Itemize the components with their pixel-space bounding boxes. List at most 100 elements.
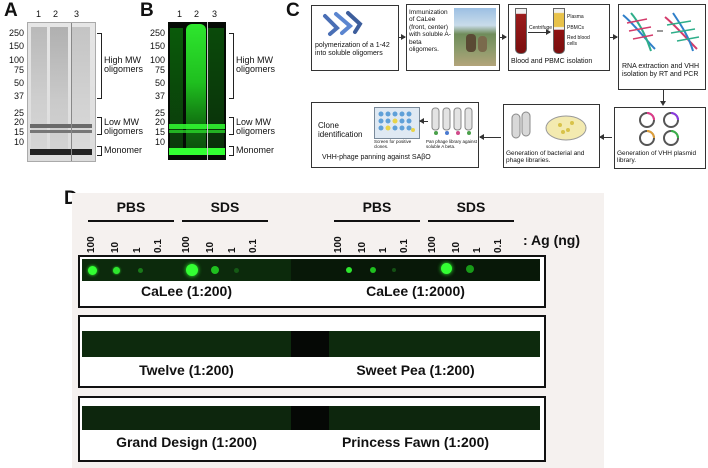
step-text-clone: Clone identification	[318, 121, 363, 140]
bracket-label-low-mw: Low MW oligomers	[104, 117, 144, 137]
flow-arrow	[419, 118, 428, 124]
blood-tube-icon	[515, 8, 527, 54]
mw-marker: 50	[13, 78, 24, 88]
step-text: RNA extraction and VHH isolation by RT a…	[622, 63, 700, 79]
dot-signal	[346, 267, 352, 273]
group-header-pbs: PBS	[116, 199, 146, 215]
bracket-monomer	[229, 146, 234, 156]
arrowhead-down	[660, 101, 666, 106]
plasmid-icon	[639, 112, 679, 146]
antibody-label: Princess Fawn (1:200)	[341, 434, 490, 450]
conc-label: 10	[205, 241, 216, 253]
conc-label: 0.1	[493, 239, 504, 253]
panel-b-label: B	[140, 0, 154, 21]
lane-divider	[71, 23, 72, 161]
step-text: Blood and PBMC isolation	[511, 58, 593, 65]
tube-label: PBMCs	[567, 25, 584, 31]
conc-label: 100	[427, 236, 438, 253]
oligomer-icon	[323, 11, 363, 36]
bracket-low-mw	[229, 117, 234, 135]
gel-band-low-mw	[30, 124, 92, 128]
dot-blot-strip-left	[82, 259, 291, 281]
lane-divider	[207, 22, 208, 160]
ag-unit-label: : Ag (ng)	[523, 232, 581, 248]
gel-band-monomer	[30, 149, 92, 155]
mw-marker: 100	[8, 55, 24, 65]
inset-label: Screen for positive clones.	[374, 139, 412, 150]
dot-blot-frame: Grand Design (1:200) Princess Fawn (1:20…	[78, 396, 546, 462]
centrifuge-arrow	[528, 29, 551, 35]
mw-marker: 20	[13, 117, 24, 127]
mw-marker: 100	[149, 55, 165, 65]
conc-label: 1	[227, 247, 238, 253]
dot-signal	[211, 266, 219, 274]
well-grid-icon	[378, 111, 415, 132]
western-blot-gel	[27, 22, 96, 162]
flow-arrow	[599, 134, 612, 140]
mw-marker: 250	[8, 28, 24, 38]
dot-signal	[186, 264, 198, 276]
gel-lane	[72, 27, 90, 151]
group-underline	[428, 220, 514, 222]
conc-label: 10	[451, 241, 462, 253]
antibody-label: Sweet Pea (1:200)	[356, 362, 475, 378]
conc-label: 1	[378, 247, 389, 253]
dot-blot-strip-right	[329, 331, 540, 357]
llama-figure	[478, 36, 487, 52]
group-underline	[182, 220, 268, 222]
mw-marker: 25	[154, 108, 165, 118]
step-text: polymerization of a 1-42 into soluble ol…	[315, 42, 390, 58]
step-phage-panning: Clone identification Screen for positive…	[311, 102, 479, 168]
conc-label: 0.1	[248, 239, 259, 253]
conc-label: 10	[357, 241, 368, 253]
bracket-label-high-mw: High MW oligomers	[236, 55, 276, 75]
group-header-sds: SDS	[456, 199, 486, 215]
step-plasmid-library: Generation of VHH plasmid library.	[614, 107, 706, 169]
dot-blot-strip-dark	[291, 331, 329, 357]
conc-label: 0.1	[153, 239, 164, 253]
bacteria-phage-icon	[511, 111, 587, 141]
flow-arrow	[499, 34, 507, 40]
dot-signal	[234, 268, 239, 273]
flow-arrow-down	[663, 89, 664, 103]
lane-label: 1	[177, 9, 183, 19]
dot-blot-frame: CaLee (1:200) CaLee (1:2000)	[78, 255, 546, 308]
dot-signal	[392, 268, 396, 272]
conc-label: 100	[181, 236, 192, 253]
dot-blot-strip-right	[329, 406, 540, 430]
dot-blot-frame: Twelve (1:200) Sweet Pea (1:200)	[78, 315, 546, 388]
mw-marker: 15	[154, 127, 165, 137]
bracket-low-mw	[97, 117, 102, 135]
gel-lane	[50, 27, 68, 151]
step-blood-isolation: Centrifuge Plasma PBMCs Red blood cells …	[508, 4, 610, 71]
dot-blot-strip-left	[82, 406, 291, 430]
mw-marker: 15	[13, 127, 24, 137]
fluorescent-blot-gel	[168, 22, 226, 160]
gel-lane	[31, 27, 47, 151]
tube-label: Centrifuge	[529, 25, 553, 31]
elisa-plate-icon	[374, 107, 420, 139]
dna-helix-icon	[622, 12, 700, 52]
flow-arrow	[398, 34, 406, 40]
step-immunization: Immunization of CaLee (front, center) wi…	[406, 4, 500, 71]
gel-band-low-mw	[30, 130, 92, 133]
conc-label: 100	[333, 236, 344, 253]
antibody-label: CaLee (1:200)	[140, 283, 233, 299]
conc-label: 1	[132, 247, 143, 253]
llama-photo	[454, 8, 496, 66]
bracket-monomer	[97, 146, 102, 156]
gel-band-low-mw	[169, 124, 225, 129]
lane-label: 3	[74, 9, 80, 19]
dot-blot-strip-left	[82, 331, 291, 357]
mw-marker: 20	[154, 117, 165, 127]
llama-figure	[466, 34, 476, 52]
mw-marker: 37	[13, 91, 24, 101]
bracket-label-monomer: Monomer	[104, 145, 143, 155]
bracket-label-monomer: Monomer	[236, 145, 275, 155]
conc-label: 0.1	[399, 239, 410, 253]
gel-lane	[208, 28, 224, 148]
dot-signal	[441, 263, 452, 274]
mw-marker: 25	[13, 108, 24, 118]
mw-marker: 50	[154, 78, 165, 88]
tube-label: Red blood cells	[567, 35, 590, 47]
